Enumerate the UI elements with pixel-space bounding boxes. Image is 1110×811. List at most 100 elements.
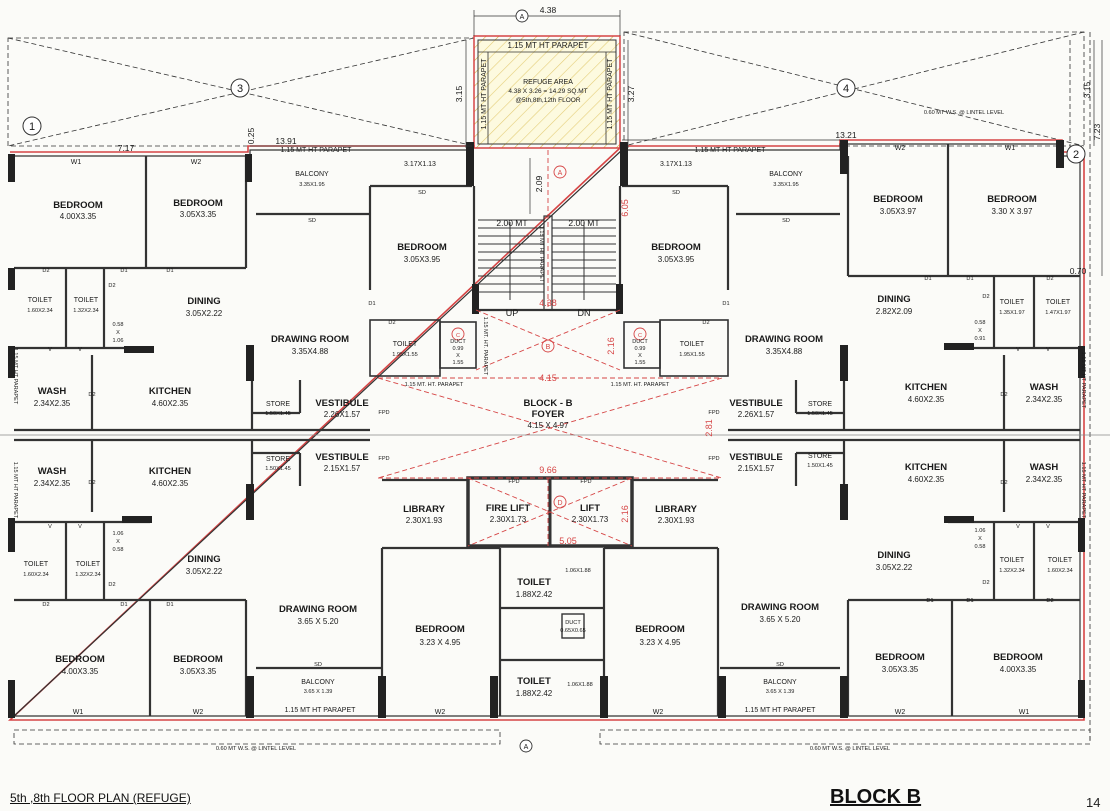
refuge-floors: @5th,8th,12th FLOOR [515, 97, 580, 104]
tag-fpd-br: FPD [708, 456, 719, 462]
tag-d2-tl1: D2 [42, 268, 49, 274]
room-wash-tr-size: 2.34X2.35 [1026, 395, 1063, 404]
tag-d1-br1: D1 [926, 598, 933, 604]
axis-markers-red [451, 165, 647, 509]
tag-d2-tr2: D2 [982, 294, 989, 300]
tag-v-tr1: V [1016, 347, 1020, 353]
opening-tl-x: X [116, 330, 120, 336]
room-balcony-br: BALCONY [763, 679, 797, 686]
room-balcony-tl: BALCONY [295, 171, 329, 178]
room-balcony-tr-size: 3.35X1.95 [773, 182, 799, 188]
tag-w2-tr: W2 [895, 145, 906, 152]
tag-v-tr2: V [1046, 347, 1050, 353]
room-library-r-size: 2.30X1.93 [658, 516, 695, 525]
dim-duct-height: 2.16 [606, 337, 616, 355]
dim-stair-left-w: 2.00 MT [496, 218, 527, 228]
dimension-lines [250, 10, 1103, 276]
dim-foyer-width: 4.15 [539, 373, 557, 383]
tag-d1-tcr: D1 [722, 301, 729, 307]
room-wash-br: WASH [1030, 462, 1059, 473]
room-lift-size: 2.30X1.73 [572, 515, 609, 524]
dim-right-offset: 0.70 [1070, 266, 1087, 276]
room-library-r: LIBRARY [655, 504, 698, 515]
room-toilet-br2: TOILET [1048, 557, 1073, 564]
dim-refuge-right: 3.27 [626, 85, 636, 102]
ws-lintel-label-top: 0.60 MT W.S. @ LINTEL LEVEL [924, 110, 1004, 116]
room-vestibule-bl: VESTIBULE [315, 452, 368, 463]
room-toilet-bc-top: TOILET [517, 577, 551, 588]
room-wash-tr: WASH [1030, 382, 1059, 393]
tag-d2-tc: D2 [388, 320, 395, 326]
room-wash-tl-size: 2.34X2.35 [34, 399, 71, 408]
ws-lintel-label-bl: 0.60 MT W.S. @ LINTEL LEVEL [216, 746, 296, 752]
room-bedroom-tr1: BEDROOM [873, 194, 923, 205]
dim-right-wing: 13.21 [835, 130, 857, 140]
refuge-side-parapet-right: 1.15 MT HT PARAPET [607, 58, 614, 130]
room-bedroom-br1-size: 3.05X3.35 [882, 665, 919, 674]
duct-parapet-right: 1.15 MT. HT. PARAPET [611, 382, 670, 388]
dim-right-top: 3.15 [1082, 81, 1092, 98]
side-parapet-right-bottom: 1.15 MT HT PARAPET [1080, 462, 1086, 519]
room-bedroom-bl1: BEDROOM [55, 654, 105, 665]
tag-fpd-bl: FPD [378, 456, 389, 462]
room-toilet-tl2-size: 1.32X2.34 [73, 308, 99, 314]
tag-d1-tl2: D1 [166, 268, 173, 274]
room-toilet-tr1: TOILET [1000, 299, 1025, 306]
tag-d2-br2: D2 [982, 580, 989, 586]
dim-lift-width: 5.05 [559, 536, 577, 546]
dim-lift-height: 2.16 [620, 505, 630, 523]
room-store-br-size: 1.50X1.45 [807, 463, 833, 469]
opening-br-a: 1.06 [975, 528, 986, 534]
room-bedroom-bl2-size: 3.05X3.35 [180, 667, 217, 676]
tag-d2-tr1: D2 [1046, 276, 1053, 282]
room-balcony-tl-size: 3.35X1.95 [299, 182, 325, 188]
interior-walls [14, 144, 1080, 716]
room-foyer-block: BLOCK - B [523, 398, 572, 409]
room-vestibule-tl: VESTIBULE [315, 398, 368, 409]
tag-fpd-tl: FPD [378, 410, 389, 416]
room-wash-bl-size: 2.34X2.35 [34, 479, 71, 488]
room-dining-bl: DINING [187, 554, 220, 565]
page-number: 14 [1086, 795, 1101, 810]
tag-sd-tr2: SD [782, 218, 790, 224]
room-bedroom-tcl-size: 3.05X3.95 [404, 255, 441, 264]
room-kitchen-bl: KITCHEN [149, 466, 191, 477]
room-toilet-bl1: TOILET [24, 561, 49, 568]
room-toilet-bc-bottom: TOILET [517, 676, 551, 687]
room-duct-r-b: 1.55 [635, 360, 646, 366]
tag-d1-bl1: D1 [120, 602, 127, 608]
room-dining-br-size: 3.05X2.22 [876, 563, 913, 572]
room-bedroom-bcr-size: 3.23 X 4.95 [640, 638, 681, 647]
tag-w2-bc-r: W2 [653, 709, 664, 716]
room-toilet-bc-side2: 1.06X1.88 [567, 682, 593, 688]
opening-tr-x: X [978, 328, 982, 334]
room-toilet-bl2: TOILET [76, 561, 101, 568]
room-vestibule-tr: VESTIBULE [729, 398, 782, 409]
duct-parapet-left: 1.15 MT. HT. PARAPET [405, 382, 464, 388]
room-bedroom-tr1-size: 3.05X3.97 [880, 207, 917, 216]
room-drawing-tl: DRAWING ROOM [271, 334, 349, 345]
room-bedroom-tl2: BEDROOM [173, 198, 223, 209]
room-store-tr: STORE [808, 401, 832, 408]
room-kitchen-br: KITCHEN [905, 462, 947, 473]
room-bedroom-tcr-size: 3.05X3.95 [658, 255, 695, 264]
axis-marker-d-red: D [557, 500, 562, 507]
tag-d1-tr1: D1 [924, 276, 931, 282]
room-bedroom-bl1-size: 4.00X3.35 [62, 667, 99, 676]
side-parapet-right-top: 1.15 MT HT PARAPET [1080, 352, 1086, 409]
room-bedroom-tcr: BEDROOM [651, 242, 701, 253]
axis-marker-c-right: C [638, 333, 642, 339]
room-balcony-tl-dim: 3.17X1.13 [404, 161, 436, 168]
room-bedroom-bcl: BEDROOM [415, 624, 465, 635]
side-parapet-left-top: 1.15 MT HT PARAPET [12, 348, 18, 405]
opening-tl-a: 0.58 [113, 322, 124, 328]
room-toilet-bc-side1: 1.06X1.88 [565, 568, 591, 574]
tag-d2-tl2: D2 [108, 283, 115, 289]
tag-w1-tr: W1 [1005, 145, 1016, 152]
refuge-area [473, 35, 621, 149]
opening-tr-a: 0.58 [975, 320, 986, 326]
room-kitchen-tl-size: 4.60X2.35 [152, 399, 189, 408]
dim-left-wing: 13.91 [275, 136, 297, 146]
room-balcony-bl-size: 3.65 X 1.39 [304, 689, 333, 695]
room-drawing-tl-size: 3.35X4.88 [292, 347, 329, 356]
